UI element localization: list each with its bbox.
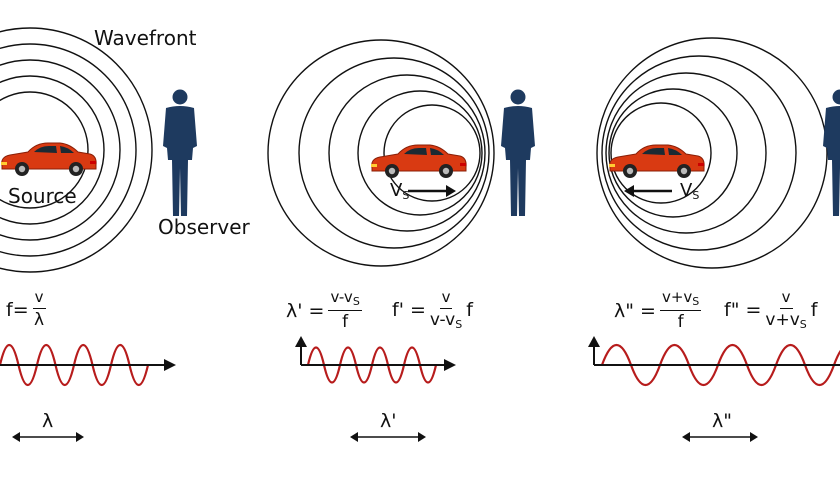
car-source-1	[0, 142, 97, 177]
car-source-3	[608, 144, 705, 179]
wavefront-rings	[267, 39, 495, 267]
wave-3	[600, 344, 840, 386]
observer-figure-1	[163, 89, 197, 216]
car-source-2	[370, 144, 467, 179]
observer-figure-2	[501, 89, 535, 216]
wavefront-rings	[596, 37, 828, 269]
wavefront-label: Wavefront	[94, 26, 197, 50]
observer-label: Observer	[158, 215, 250, 239]
panel-moving-right	[267, 39, 535, 442]
velocity-arrow-right	[408, 185, 456, 197]
source-velocity-label-3: VS	[680, 180, 700, 202]
source-label: Source	[8, 184, 77, 208]
observer-figure-3	[823, 89, 840, 216]
lambda-arrow-3	[682, 432, 758, 442]
velocity-arrow-left	[624, 185, 672, 197]
panel-moving-left	[588, 37, 840, 442]
lambda-arrow-2	[350, 432, 426, 442]
lambda-label-1: λ	[42, 410, 54, 432]
axis-2	[295, 336, 456, 371]
panel-stationary	[0, 27, 197, 442]
lambda-arrow-1	[12, 432, 84, 442]
axis-1	[0, 359, 176, 371]
axis-3	[588, 336, 840, 366]
source-velocity-label-2: VS	[390, 180, 410, 202]
lambda-label-2: λ'	[380, 410, 397, 432]
wavefront-rings	[0, 27, 153, 273]
lambda-label-3: λ"	[712, 410, 732, 432]
